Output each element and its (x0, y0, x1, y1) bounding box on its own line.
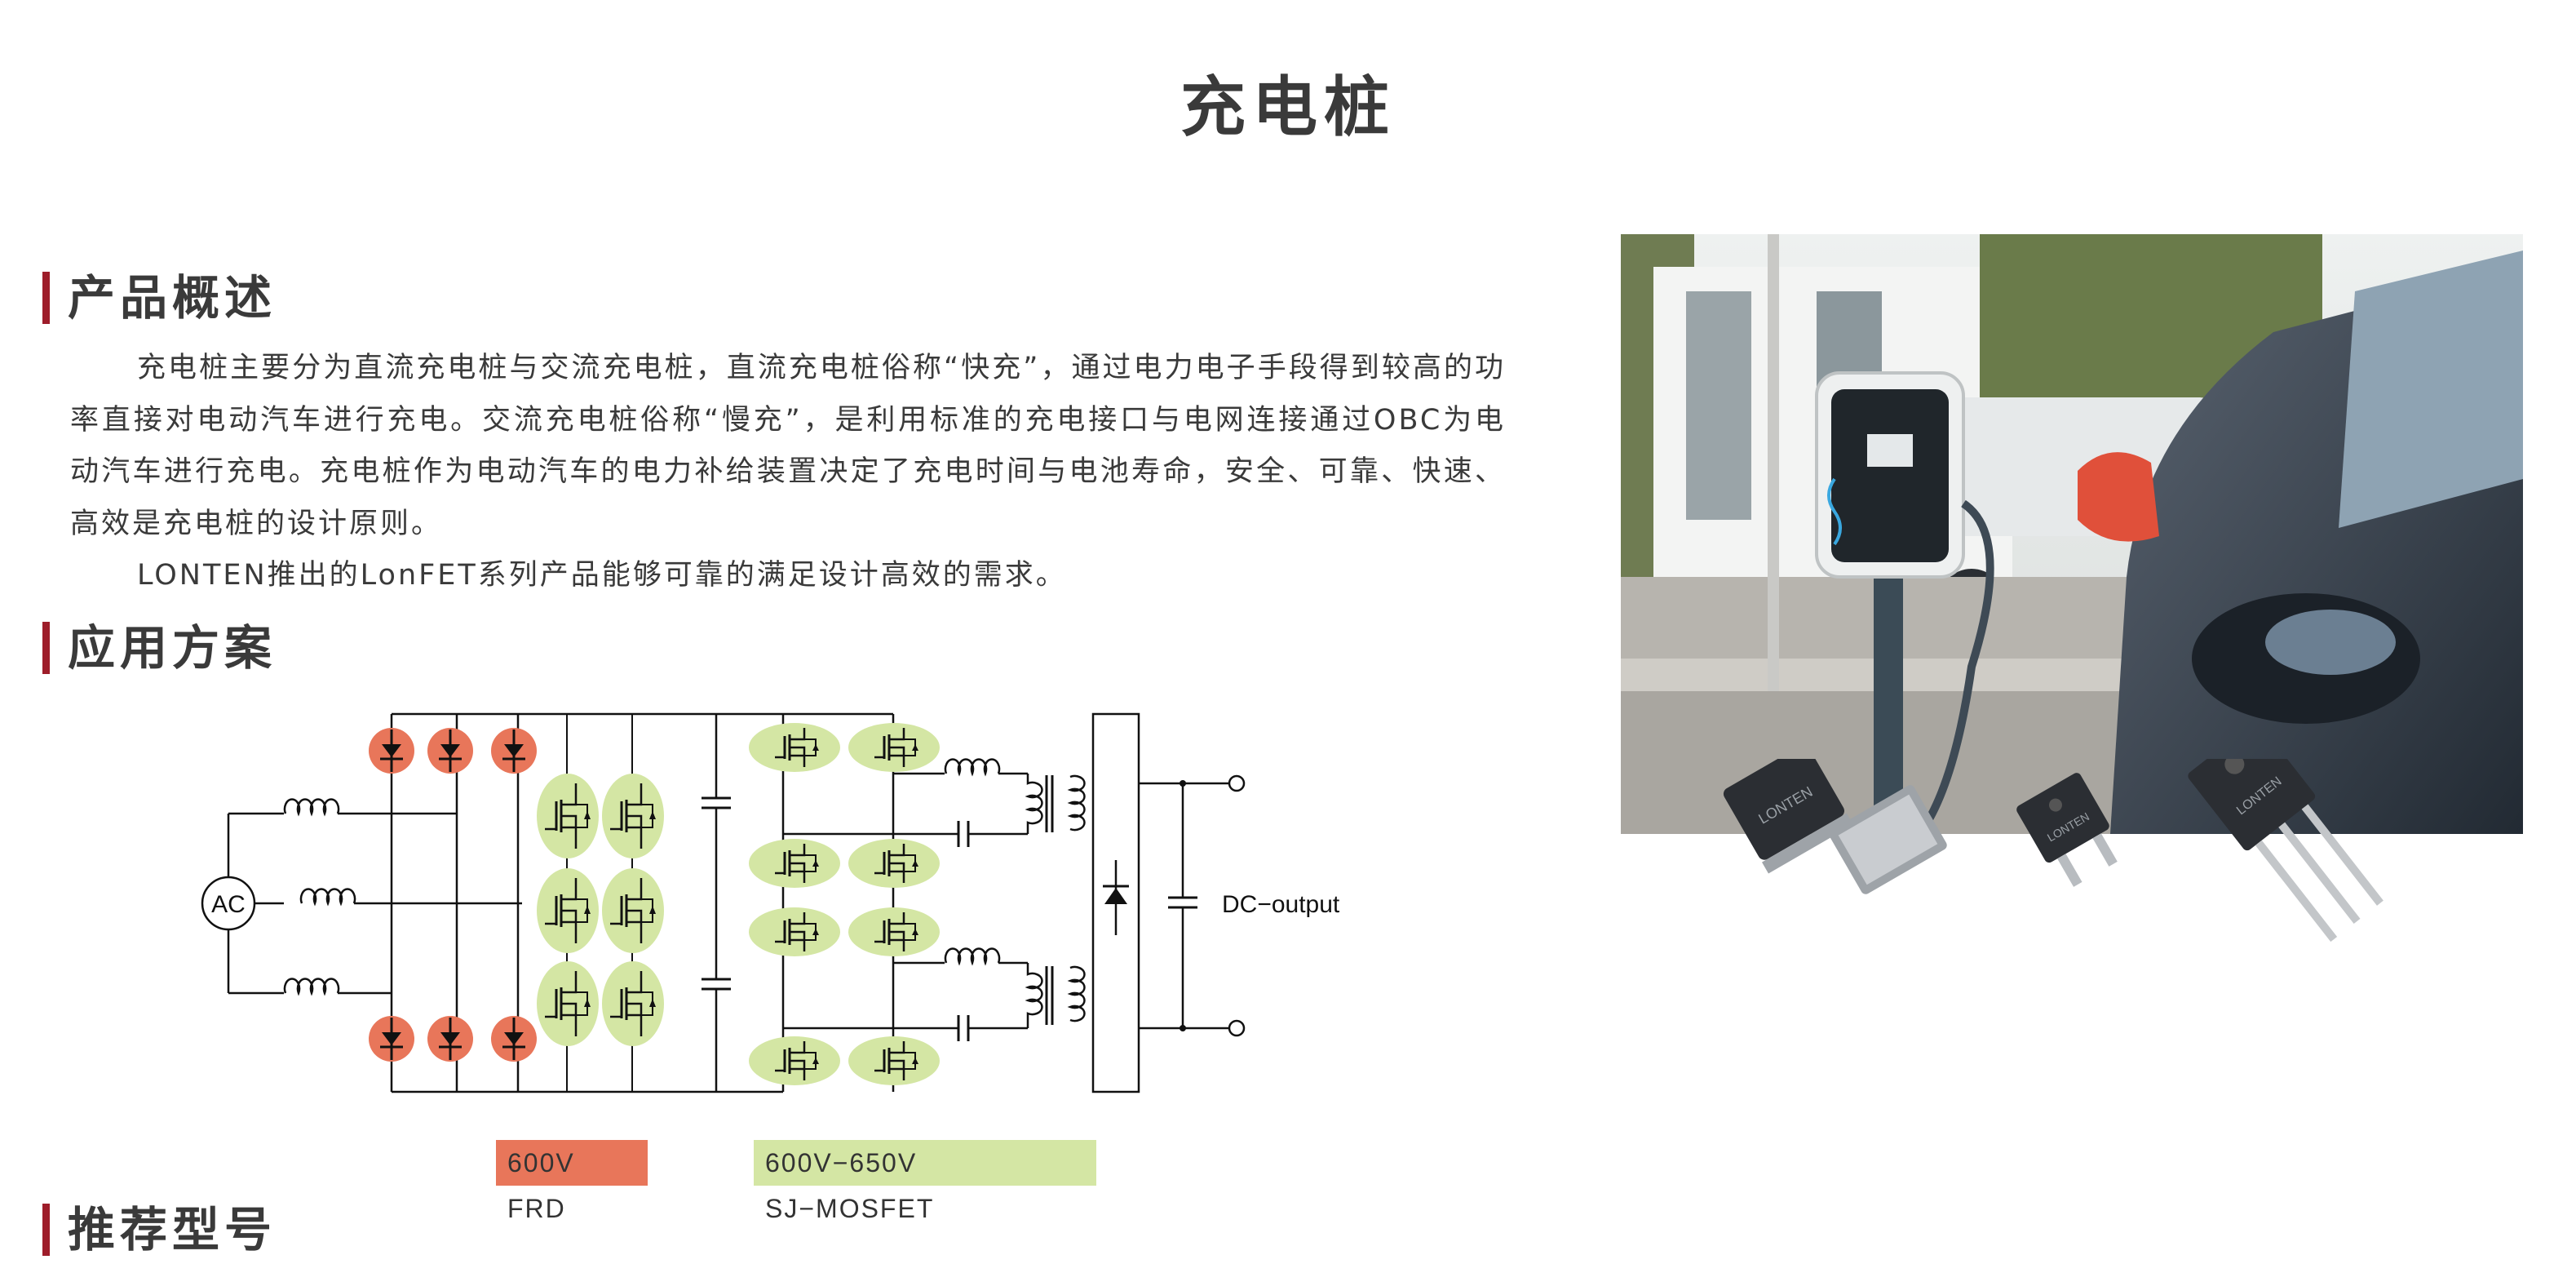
section-heading-overview: 产品概述 (42, 272, 277, 324)
sj-mosfet (535, 867, 600, 955)
sj-mosfet (847, 906, 941, 958)
frd-diode (489, 726, 538, 775)
to-package (1829, 785, 1947, 894)
section-title: 推荐型号 (68, 1202, 277, 1257)
accent-bar (42, 622, 50, 674)
section-heading-recommend: 推荐型号 (42, 1204, 277, 1256)
to-package: LONTEN (1723, 759, 1853, 874)
frd-diode (367, 1014, 416, 1063)
page-title: 充电桩 (1180, 69, 1396, 145)
sj-mosfet (747, 721, 842, 774)
product-packages-image: LONTEN LONTEN LONTEN (1723, 759, 2383, 942)
sj-mosfet (747, 1035, 842, 1087)
frd-diode (367, 726, 416, 775)
legend-frd: 600V FRD (496, 1140, 648, 1223)
overview-paragraph: 充电桩主要分为直流充电桩与交流充电桩，直流充电桩俗称“快充”，通过电力电子手段得… (70, 352, 1506, 540)
to247-package: LONTEN (2188, 759, 2383, 942)
circuit-diagram: AC (201, 712, 1340, 1093)
legend-mosfet: 600V−650V SJ−MOSFET (754, 1140, 1096, 1223)
accent-bar (42, 1204, 50, 1256)
sj-mosfet (600, 772, 666, 860)
frd-diode (426, 1014, 475, 1063)
sj-mosfet (535, 960, 600, 1048)
section-title: 应用方案 (68, 620, 277, 676)
dpak-package: LONTEN (2016, 773, 2118, 887)
accent-bar (42, 272, 50, 324)
ac-source-icon (201, 876, 256, 931)
overview-paragraph: LONTEN推出的LonFET系列产品能够可靠的满足设计高效的需求。 (137, 559, 1067, 592)
sj-mosfet (600, 960, 666, 1048)
sj-mosfet (847, 837, 941, 889)
sj-mosfet (847, 721, 941, 774)
sj-mosfet (600, 867, 666, 955)
ac-label: AC (211, 891, 246, 918)
dc-output-label: DC−output (1222, 891, 1340, 918)
frd-diode (426, 726, 475, 775)
ev-charging-photo (1621, 234, 2523, 834)
frd-diode (489, 1014, 538, 1063)
overview-text: 充电桩主要分为直流充电桩与交流充电桩，直流充电桩俗称“快充”，通过电力电子手段得… (70, 343, 1506, 602)
section-heading-application: 应用方案 (42, 622, 277, 674)
sj-mosfet (747, 837, 842, 889)
section-title: 产品概述 (68, 270, 277, 326)
sj-mosfet (847, 1035, 941, 1087)
sj-mosfet (535, 772, 600, 860)
sj-mosfet (747, 906, 842, 958)
